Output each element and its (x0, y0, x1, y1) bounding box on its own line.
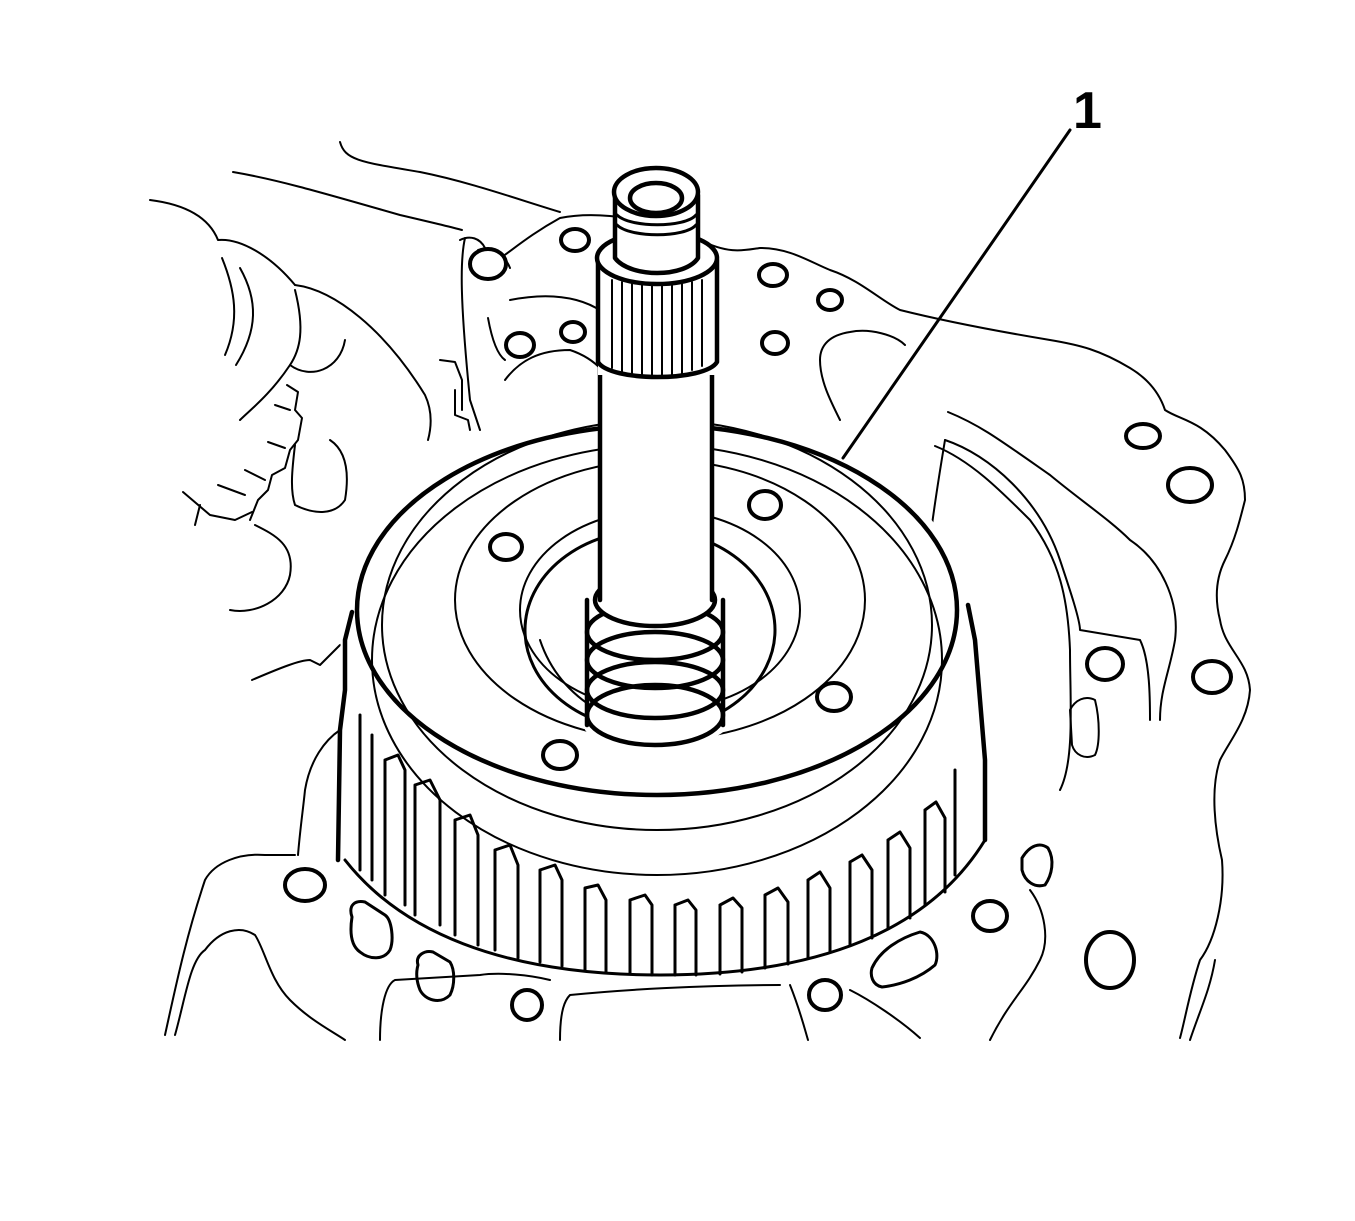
shaft-splines (611, 279, 703, 378)
bolt-hole (1191, 659, 1233, 695)
bolt-hole (468, 247, 508, 281)
bolt-hole (1166, 466, 1214, 504)
shaft-bore (611, 165, 701, 219)
bolt-hole (971, 899, 1009, 933)
callout-number: 1 (1073, 82, 1102, 140)
housing-hole (541, 739, 579, 771)
bolt-hole (807, 978, 843, 1012)
housing-hole (747, 489, 783, 521)
bolt-hole (283, 867, 327, 903)
bolt-hole (1124, 422, 1162, 450)
housing-hole (815, 681, 853, 713)
transmission-case-left (149, 141, 561, 681)
bolt-hole (1085, 646, 1125, 682)
case-lower-flange (164, 697, 1216, 1041)
case-bolt-holes (283, 227, 1233, 1022)
input-shaft (584, 165, 726, 748)
spline-teeth (358, 713, 957, 977)
housing-hole (488, 532, 524, 562)
bolt-hole (559, 320, 587, 344)
leader-line (841, 128, 1072, 460)
bolt-hole (504, 331, 536, 359)
bolt-hole (559, 227, 591, 253)
bolt-hole (1084, 930, 1136, 990)
bolt-hole (757, 262, 789, 288)
bolt-hole (510, 988, 544, 1022)
bolt-hole (816, 288, 844, 312)
callout-1: 1 (841, 82, 1102, 460)
bolt-hole (760, 330, 790, 356)
